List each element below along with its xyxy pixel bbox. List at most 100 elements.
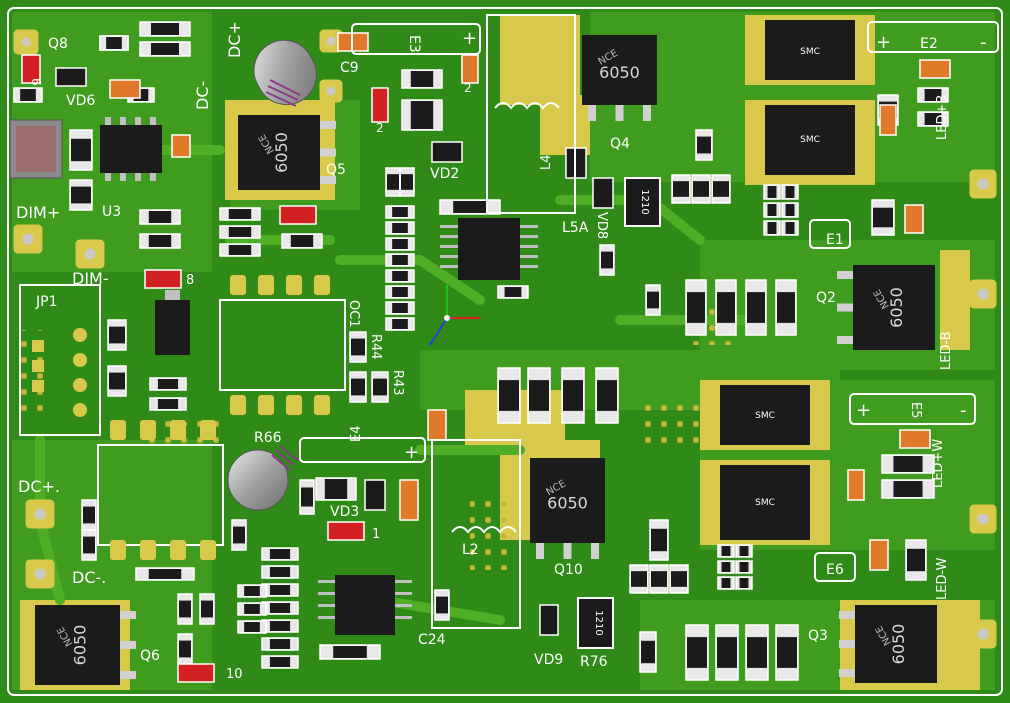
- smd-passive-body: [392, 319, 408, 329]
- label-e3-plus: +: [462, 28, 477, 49]
- smd-passive-body: [392, 223, 408, 233]
- smd-passive-body: [601, 251, 613, 269]
- smd-passive-body: [651, 571, 667, 587]
- smd-1210-lower: 1210: [577, 597, 614, 649]
- smd-passive-body: [151, 23, 179, 35]
- cap-outlines: [299, 21, 999, 582]
- smd-passive-body: [71, 138, 91, 162]
- smd-passive-body: [721, 546, 731, 556]
- smd-passive-body: [233, 526, 245, 544]
- smd-passive-body: [290, 235, 314, 247]
- smd-passive-body: [109, 326, 125, 344]
- label-r76: R76: [580, 654, 608, 670]
- smd-passive-body: [767, 186, 777, 198]
- label-e2: E2: [920, 36, 938, 52]
- label-dc-minus-dot: DC-.: [72, 568, 106, 587]
- label-r43: R43: [390, 370, 405, 396]
- label-num-2a: 2: [376, 121, 384, 135]
- smd-passive-body: [269, 639, 291, 649]
- label-e2-plus: +: [876, 32, 891, 53]
- smd-passive-body: [151, 43, 179, 55]
- label-e1: E1: [826, 232, 844, 248]
- smd-passive-body: [392, 239, 408, 249]
- label-vd2: VD2: [430, 166, 459, 182]
- smd-passive-body: [697, 136, 711, 154]
- mosfet-part-number: 6050: [889, 624, 908, 665]
- smd-passive-body: [717, 637, 737, 668]
- label-e4-plus: +: [404, 442, 419, 463]
- smd-passive-body: [179, 640, 191, 658]
- label-led-minus-w: LED-W: [935, 557, 950, 600]
- connector-pads: [13, 29, 997, 649]
- label-q4: Q4: [610, 136, 630, 152]
- smd-passive-body: [499, 380, 519, 411]
- smd-passive-body: [228, 209, 252, 219]
- label-c9: C9: [340, 60, 359, 76]
- label-e5-plus: +: [856, 400, 871, 421]
- ic-main-lower: [318, 575, 412, 635]
- smd-passive-body: [504, 287, 522, 297]
- smd-passive-body: [713, 181, 729, 197]
- label-dc-plus-dot: DC+.: [18, 477, 60, 496]
- smd-passive-body: [721, 578, 731, 588]
- smd-passive-body: [333, 646, 367, 658]
- label-led-plus-b: LED+B: [935, 95, 950, 140]
- label-r44: R44: [368, 334, 383, 360]
- smd-passive-body: [739, 562, 749, 572]
- label-led-minus-b: LED-B: [939, 331, 954, 370]
- label-l4: L4: [539, 154, 554, 170]
- smd-passive-body: [747, 637, 767, 668]
- mosfet-part-number: 6050: [71, 625, 90, 666]
- svg-text:SMC: SMC: [800, 47, 820, 57]
- label-dc-plus: DC+: [225, 21, 244, 58]
- label-q2: Q2: [816, 290, 836, 306]
- smd-passive-body: [436, 596, 448, 614]
- smd-passive-body: [373, 378, 387, 396]
- label-e4: E4: [349, 426, 364, 443]
- smd-passive-body: [269, 585, 291, 595]
- label-dim-plus: DIM+: [16, 203, 60, 222]
- smd-passive-body: [785, 222, 795, 234]
- smd-passive-body: [324, 479, 348, 499]
- smd-passive-body: [244, 586, 260, 596]
- smd-passive-body: [83, 506, 95, 524]
- smd-passive-body: [392, 207, 408, 217]
- smd-passive-body: [148, 211, 172, 223]
- smc-diodes: [720, 20, 855, 540]
- smd-passive-body: [269, 603, 291, 613]
- smd-passive-body: [873, 207, 893, 228]
- smd-passive-body: [410, 71, 434, 87]
- smd-passive-body: [747, 292, 765, 323]
- svg-text:1210: 1210: [639, 189, 650, 214]
- origin-marker: [429, 285, 480, 346]
- smd-passive-body: [269, 549, 291, 559]
- label-dim-minus: DIM-: [72, 269, 109, 288]
- smd-passive-body: [907, 548, 925, 572]
- smd-passive-body: [157, 379, 179, 389]
- smd-passive-body: [392, 271, 408, 281]
- svg-text:SMC: SMC: [755, 498, 775, 508]
- smd-passive-body: [693, 181, 709, 197]
- smd-1210-upper: 1210: [624, 177, 661, 227]
- mosfet-part-number: 6050: [887, 287, 906, 328]
- smd-passive-body: [767, 222, 777, 234]
- smd-passive-body: [244, 622, 260, 632]
- smd-passive-body: [269, 567, 291, 577]
- inductor-l1-coil: [253, 39, 317, 107]
- inductor-r66-coil: [227, 445, 299, 511]
- smd-passive-body: [767, 204, 777, 216]
- smd-passive-body: [392, 255, 408, 265]
- smd-passive-body: [387, 174, 399, 190]
- label-l2: L2: [462, 542, 479, 558]
- smd-passive-body: [392, 287, 408, 297]
- label-r66: R66: [254, 430, 282, 446]
- label-q3: Q3: [808, 628, 828, 644]
- smd-passive-body: [83, 536, 95, 554]
- label-e2-minus: -: [980, 32, 987, 53]
- label-num-1: 1: [372, 527, 380, 542]
- label-vd6: VD6: [66, 93, 95, 109]
